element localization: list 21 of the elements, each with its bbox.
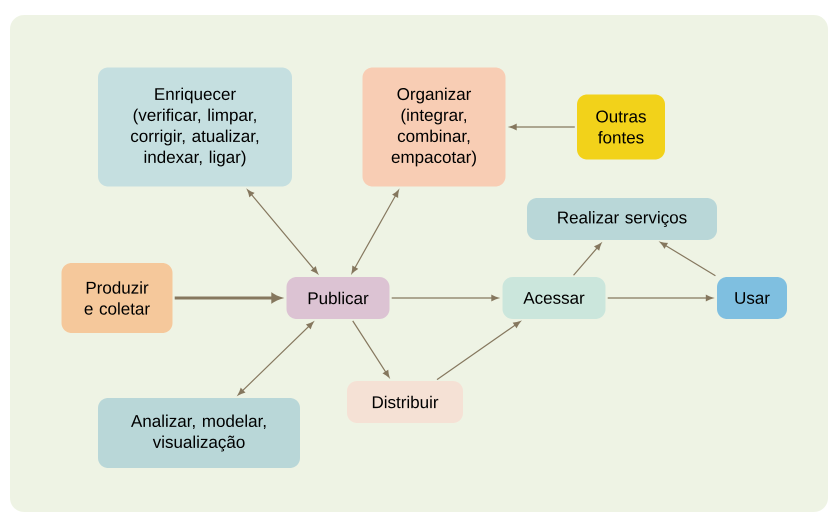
process-box: Publicar xyxy=(286,277,390,319)
arrow xyxy=(247,189,318,274)
process-box: Analizar, modelar, visualização xyxy=(98,398,300,468)
process-box: Acessar xyxy=(502,277,606,319)
arrow xyxy=(238,322,314,396)
arrow xyxy=(573,242,602,276)
process-box: Organizar (integrar, combinar, empacotar) xyxy=(362,68,506,186)
source-box: Outras fontes xyxy=(577,94,665,160)
arrow xyxy=(660,242,716,276)
arrow xyxy=(352,320,390,378)
process-box: Enriquecer (verificar, limpar, corrigir, atualizar, indexar, ligar) xyxy=(98,68,292,186)
arrow xyxy=(510,124,575,130)
arrow xyxy=(392,294,499,302)
process-box: Realizar serviços xyxy=(527,198,717,240)
process-box: Usar xyxy=(717,277,787,319)
arrow xyxy=(174,293,282,303)
process-box: Distribuir xyxy=(347,381,463,423)
arrow xyxy=(351,190,399,274)
arrow xyxy=(436,321,521,380)
arrow xyxy=(608,294,714,302)
process-box: Produzir e coletar xyxy=(62,263,172,333)
